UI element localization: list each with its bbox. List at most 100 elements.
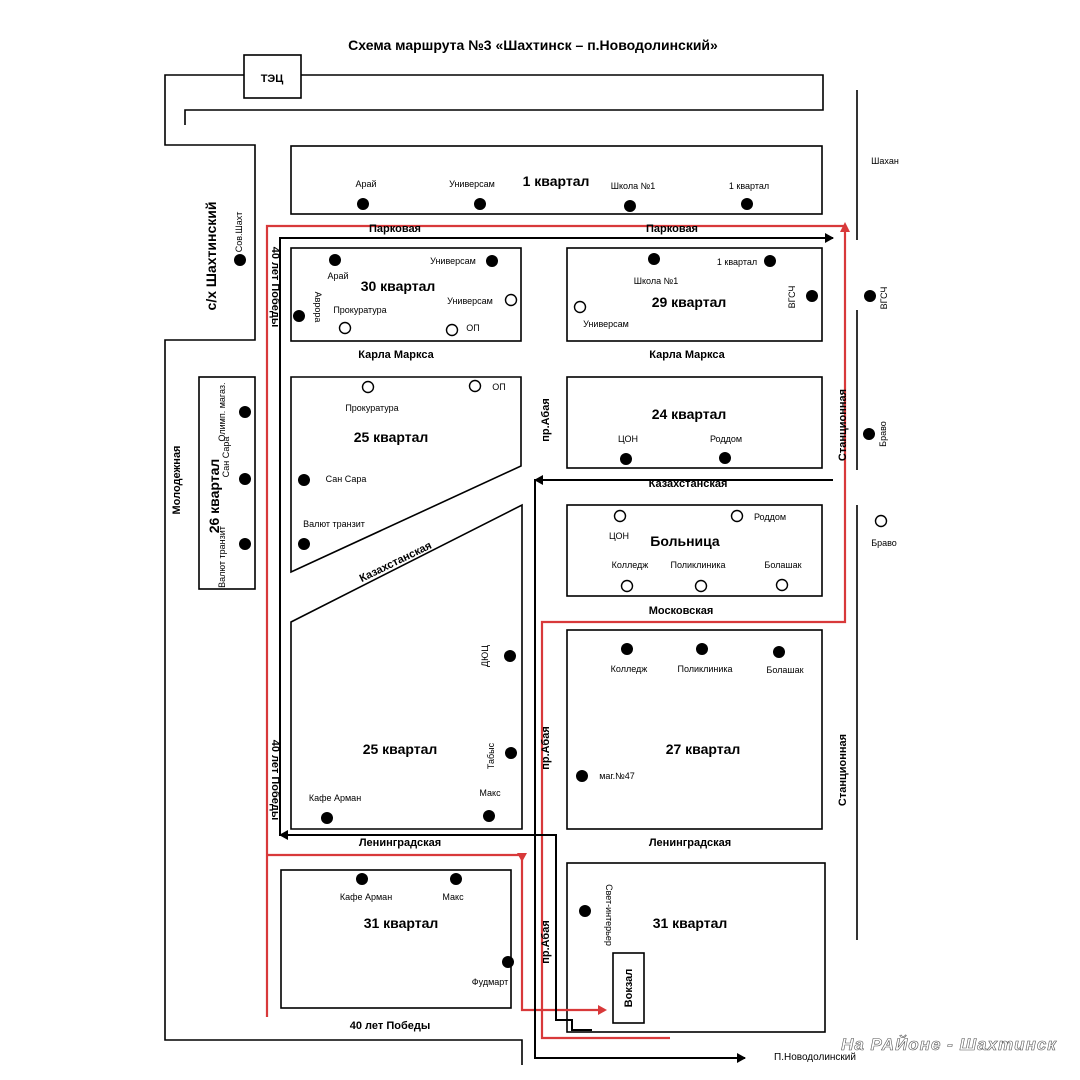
road-lines [164, 74, 858, 1065]
stop-marker [502, 956, 514, 968]
stop-marker [468, 379, 482, 393]
stop-label: ОП [492, 382, 505, 392]
stop-label: Свет-интерьер [604, 884, 614, 946]
road-west-edge [164, 74, 523, 1065]
label-q29: 29 квартал [652, 294, 727, 310]
label-q25b: 25 квартал [363, 741, 438, 757]
stop-marker [573, 300, 587, 314]
block-labels: 1 квартал 30 квартал 29 квартал 25 кварт… [203, 173, 740, 1007]
street-stancionnaya-1: Станционная [837, 389, 849, 461]
stop-marker [696, 643, 708, 655]
label-novodolinsky: П.Новодолинский [774, 1052, 856, 1063]
label-q24: 24 квартал [652, 406, 727, 422]
stop-marker [775, 578, 789, 592]
stop-label: Прокуратура [345, 403, 398, 413]
vokzal-building [612, 952, 645, 1024]
label-q30: 30 квартал [361, 278, 436, 294]
stop-marker [450, 873, 462, 885]
stop-marker [239, 538, 251, 550]
stop-marker [505, 747, 517, 759]
label-hospital: Больница [650, 533, 720, 549]
street-kazakhstanskaya-2: Казахстанская [649, 478, 728, 490]
stop-marker [648, 253, 660, 265]
stop-marker [694, 579, 708, 593]
stop-label: ОП [466, 323, 479, 333]
block-q31-west [280, 869, 512, 1009]
city-blocks [198, 145, 826, 1033]
tec-building [243, 54, 302, 99]
street-pobedy-2: 40 лет Победы [269, 740, 281, 820]
stop-marker [483, 810, 495, 822]
block-q31-east [566, 862, 826, 1033]
street-leningradskaya-1: Ленинградская [359, 837, 441, 849]
stop-marker [620, 579, 634, 593]
stop-marker [321, 812, 333, 824]
label-sh-district: с/х Шахтинский [203, 202, 219, 311]
stop-marker [356, 873, 368, 885]
stop-label: 1 квартал [729, 181, 769, 191]
stop-marker [338, 321, 352, 335]
stop-label: Роддом [754, 512, 786, 522]
stop-marker [621, 643, 633, 655]
bus-stops: Арай Универсам Школа №1 1 квартал Шахан … [217, 156, 899, 987]
stop-label: ВГСЧ [787, 286, 797, 309]
block-q25-north [290, 376, 522, 574]
map-title: Схема маршрута №3 «Шахтинск – п.Новодоли… [348, 37, 718, 53]
stop-label: Поликлиника [677, 664, 732, 674]
stop-marker [576, 770, 588, 782]
stop-label: 1 квартал [717, 257, 757, 267]
street-moskovskaya: Московская [649, 605, 714, 617]
block-hospital [566, 504, 823, 597]
stop-marker [874, 514, 888, 528]
stop-label: Валют транзит [303, 519, 365, 529]
route-return-loop [279, 237, 833, 1031]
stop-label: Фудмарт [472, 977, 508, 987]
stop-label: Олимп. магаз. [217, 382, 227, 441]
stop-label: Табыс [486, 742, 496, 769]
stop-marker [486, 255, 498, 267]
arrow-return-west-2 [534, 475, 543, 485]
arrow-return-west [279, 830, 288, 840]
stop-marker [730, 509, 744, 523]
stop-label: Браво [871, 538, 897, 548]
stop-label: Прокуратура [333, 305, 386, 315]
route-outbound-branch [267, 853, 600, 1012]
stop-label: Роддом [710, 434, 742, 444]
stop-label: Школа №1 [634, 276, 679, 286]
street-pr-abaya-2: пр.Абая [540, 726, 552, 770]
arrow-outbound-north [840, 222, 850, 232]
stop-label: Кафе Арман [309, 793, 361, 803]
stop-marker [864, 290, 876, 302]
stop-marker [620, 453, 632, 465]
street-pobedy-1: 40 лет Победы [269, 247, 281, 327]
stop-label: Шахан [871, 156, 899, 166]
street-kazakhstanskaya-1: Казахстанская [358, 540, 434, 585]
route-outbound-loop [265, 224, 847, 1040]
block-q24 [566, 376, 823, 469]
stop-label: Сов.Шахт [234, 212, 244, 253]
stop-label: Поликлиника [670, 560, 725, 570]
stop-label: Макс [442, 892, 464, 902]
stop-label: маг.№47 [599, 771, 635, 781]
stop-label: Арай [327, 271, 348, 281]
label-vokzal: Вокзал [623, 969, 635, 1008]
block-q25-south [290, 503, 523, 830]
street-stancionnaya-2: Станционная [837, 734, 849, 806]
street-labels: Парковая Парковая Карла Маркса Карла Мар… [171, 223, 856, 1063]
stop-marker [579, 905, 591, 917]
stop-label: ДЮЦ [480, 645, 490, 667]
stop-label: Сан Сара [326, 474, 367, 484]
street-molodezhnaya: Молодежная [171, 446, 183, 515]
stop-label: Макс [479, 788, 501, 798]
street-parkovaya-1: Парковая [369, 223, 421, 235]
street-karla-marksa-1: Карла Маркса [358, 349, 434, 361]
stop-label: Кафе Арман [340, 892, 392, 902]
stop-label: Универсам [583, 319, 629, 329]
stop-marker [298, 538, 310, 550]
stop-label: Браво [878, 421, 888, 447]
stop-marker [773, 646, 785, 658]
arrow-outbound-south [517, 853, 527, 862]
stop-marker [504, 650, 516, 662]
stop-marker [298, 474, 310, 486]
